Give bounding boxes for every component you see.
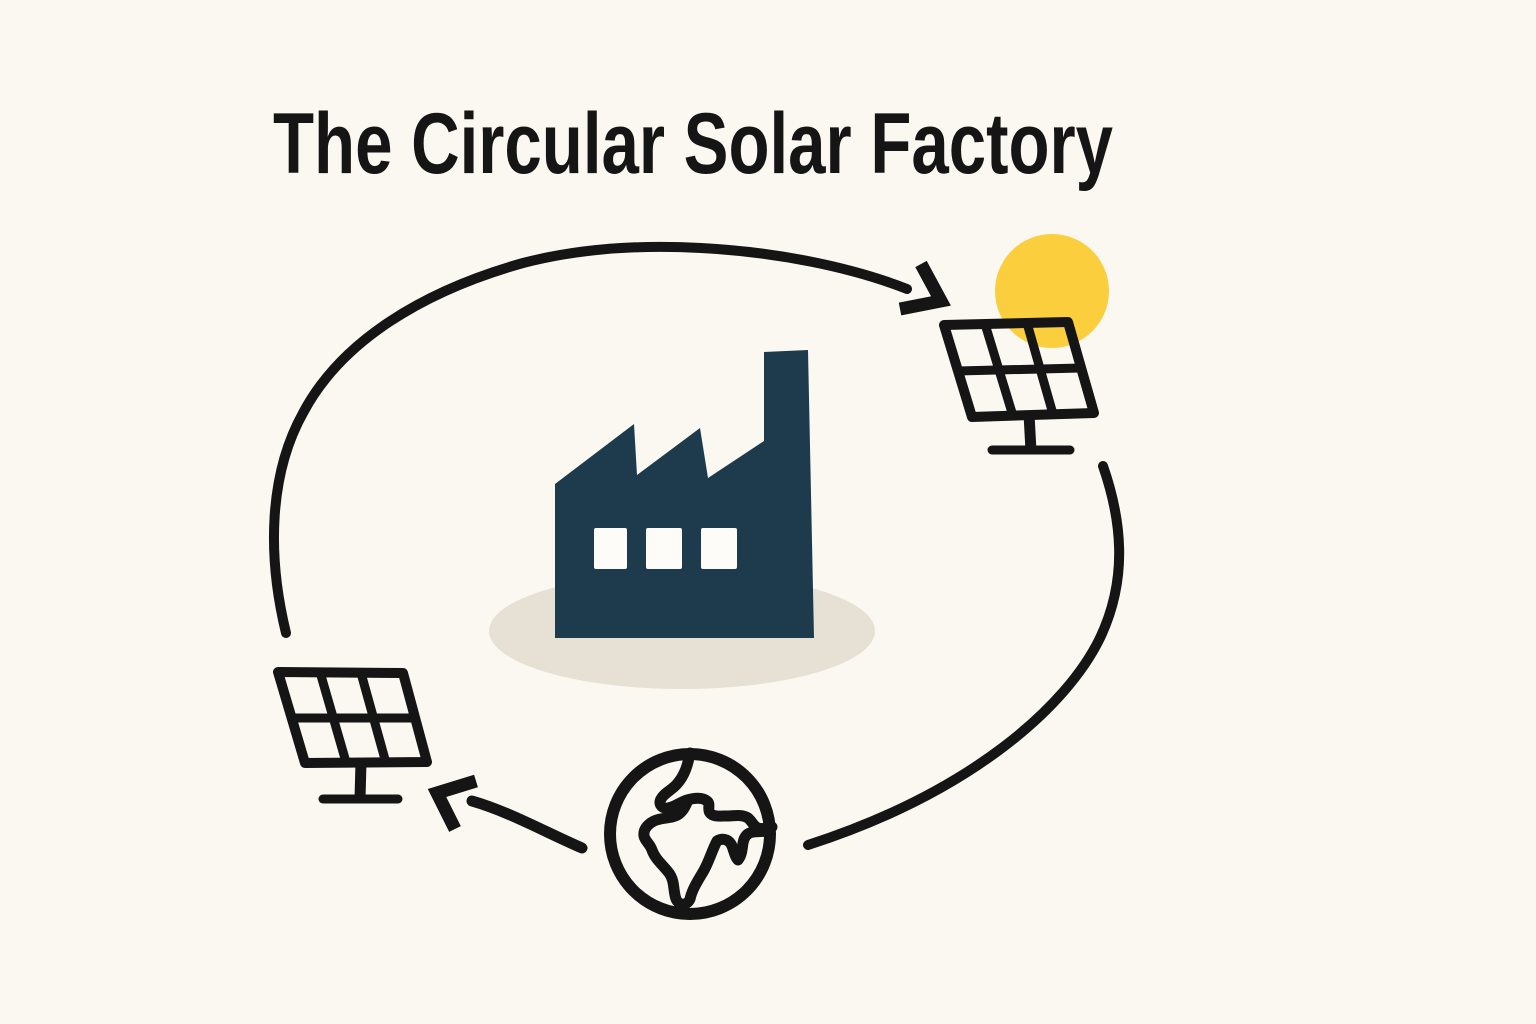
solar-panel-icon-top-right [939,317,1099,455]
factory-window [646,528,682,569]
panel-frame [273,667,432,768]
diagram-title: The Circular Solar Factory [273,96,1113,192]
factory-icon [555,350,814,638]
factory-window [701,528,737,569]
sun-icon [995,234,1109,348]
panel-leg [1023,413,1037,452]
panel-grid-line [957,363,1082,376]
solar-panel-icon-bottom-left [273,667,432,804]
earth-continents [638,747,778,910]
arc-panel-to-earth [803,461,1125,850]
earth-icon [604,747,778,920]
arrow-factory-to-panel-shaft [269,241,912,638]
factory-group [489,350,875,689]
arrow-earth-to-panel-shaft [466,795,588,854]
panel-leg [354,761,367,800]
arrow-factory-to-panel-head [898,260,951,316]
arrow-factory-to-panel [269,241,951,638]
arrow-earth-to-panel [427,774,588,854]
factory-building [555,350,814,638]
factory-window [594,528,627,569]
panel-frame [939,317,1099,422]
arrow-earth-to-panel-head [427,774,478,832]
